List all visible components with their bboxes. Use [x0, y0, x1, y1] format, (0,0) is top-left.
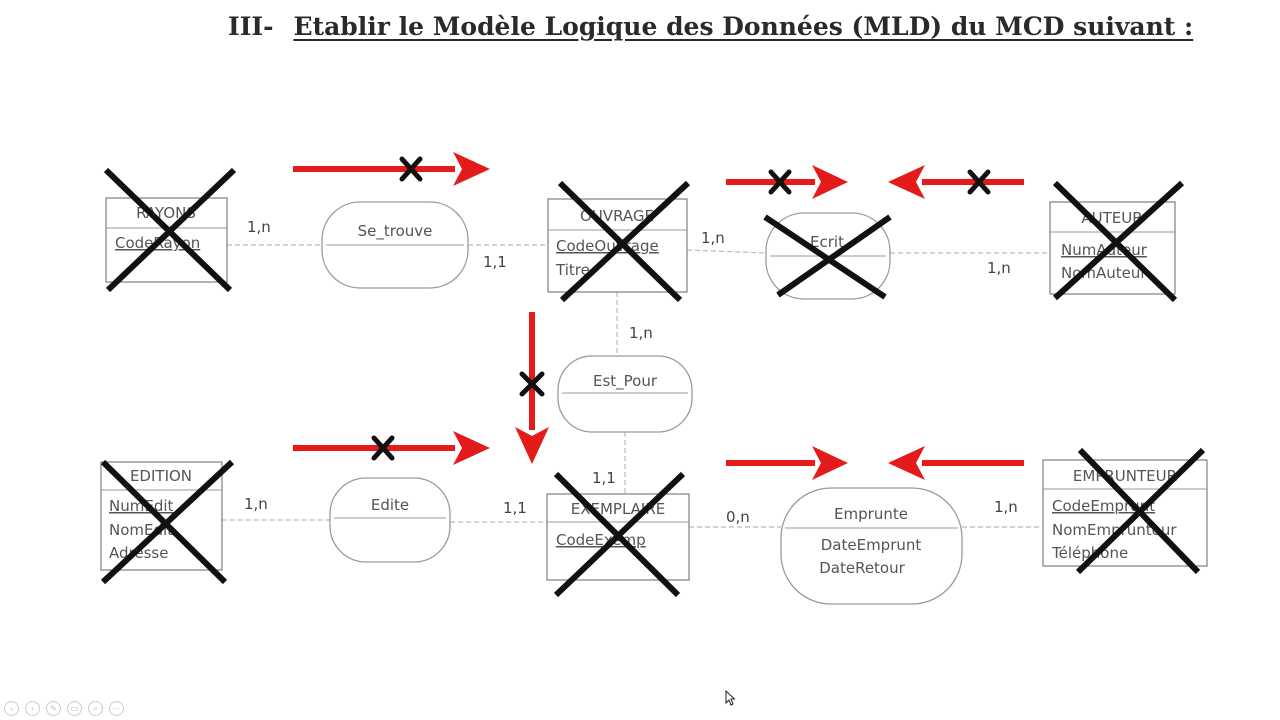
more-icon[interactable]: ⋯	[109, 701, 124, 716]
relation-name: Emprunte	[834, 505, 908, 523]
cardinality-exemplaire-emprunte: 0,n	[726, 508, 750, 526]
cardinality-rayons-se-trouve: 1,n	[247, 218, 271, 236]
relation-edite: Edite	[329, 477, 451, 563]
slides-icon[interactable]: ▭	[67, 701, 82, 716]
arrow-ouvrage-to-ecrit	[726, 165, 848, 199]
relation-attribute: DateEmprunt	[821, 536, 922, 554]
cross-mark-ecrit	[763, 214, 892, 300]
relation-name: Se_trouve	[358, 222, 433, 241]
cardinality-auteur-ecrit: 1,n	[987, 259, 1011, 277]
entity-attribute: CodeOuvrage	[556, 237, 659, 255]
mouse-pointer-icon	[725, 690, 735, 706]
cross-mark-emprunteur	[1075, 447, 1206, 575]
viewer-toolbar: ‹ › ✎ ▭ ⌕ ⋯	[4, 701, 124, 716]
arrow-exemplaire-to-emprunte	[726, 446, 848, 480]
section-heading: Etablir le Modèle Logique des Données (M…	[293, 12, 1194, 41]
cross-mark-edition	[100, 459, 235, 585]
small-x-icon	[967, 169, 991, 195]
entity-emprunteur: EMPRUNTEUR CodeEmprunt NomEmprunteur Tél…	[1042, 459, 1208, 567]
entity-attribute: NumEdit	[109, 497, 174, 515]
entity-name: EDITION	[130, 467, 192, 485]
entity-attribute: Téléphone	[1051, 544, 1128, 562]
entity-ouvrage: OUVRAGE CodeOuvrage Titre	[547, 198, 688, 293]
relation-emprunte: Emprunte DateEmprunt DateRetour	[780, 487, 963, 605]
cardinality-exemplaire-est-pour: 1,1	[592, 469, 616, 487]
cardinalities: 1,n 1,1 1,n 1,n 1,n 1,1 1,n 1,1 0,n 1,n	[244, 218, 1018, 526]
entity-auteur: AUTEUR NumAuteur NomAuteur	[1049, 201, 1176, 295]
cross-mark-rayons	[103, 167, 237, 293]
cardinality-ouvrage-se-trouve: 1,1	[483, 253, 507, 271]
small-x-icon	[519, 371, 545, 397]
cross-marks	[100, 167, 1206, 598]
entity-attribute: NomAuteur	[1061, 264, 1147, 282]
next-icon[interactable]: ›	[25, 701, 40, 716]
arrow-emprunteur-to-emprunte	[888, 446, 1024, 480]
section-number: III-	[228, 12, 274, 41]
page-title: III- Etablir le Modèle Logique des Donnée…	[228, 12, 1193, 41]
association-links	[222, 244, 1050, 528]
cardinality-edition-edite: 1,n	[244, 495, 268, 513]
entity-name: EMPRUNTEUR	[1073, 467, 1177, 485]
zoom-icon[interactable]: ⌕	[88, 701, 103, 716]
prev-icon[interactable]: ‹	[4, 701, 19, 716]
arrow-rayons-to-ouvrage	[293, 152, 490, 186]
arrow-edition-to-exemplaire	[293, 431, 490, 465]
cross-mark-ouvrage	[557, 180, 691, 303]
cardinality-emprunteur-emprunte: 1,n	[994, 498, 1018, 516]
small-x-icon	[399, 156, 423, 182]
entity-attribute: NomEmprunteur	[1052, 521, 1177, 539]
entity-attribute: Adresse	[109, 544, 168, 562]
relation-name: Ecrit	[810, 233, 844, 251]
relation-attribute: DateRetour	[819, 559, 905, 577]
arrow-auteur-to-ecrit	[888, 165, 1024, 199]
pen-icon[interactable]: ✎	[46, 701, 61, 716]
small-x-icon	[768, 169, 792, 195]
relation-se-trouve: Se_trouve	[321, 201, 469, 289]
arrow-ouvrage-to-exemplaire	[515, 312, 549, 464]
cardinality-ouvrage-ecrit: 1,n	[701, 229, 725, 247]
entity-attribute: Titre	[555, 261, 590, 279]
relation-est-pour: Est_Pour	[557, 355, 693, 433]
cross-mark-auteur	[1052, 180, 1185, 303]
cardinality-exemplaire-edite: 1,1	[503, 499, 527, 517]
relation-name: Edite	[371, 496, 409, 514]
red-arrows	[293, 152, 1024, 480]
cardinality-ouvrage-est-pour: 1,n	[629, 324, 653, 342]
relation-name: Est_Pour	[593, 372, 658, 391]
cross-mark-exemplaire	[553, 471, 686, 598]
small-x-icon	[371, 435, 395, 461]
